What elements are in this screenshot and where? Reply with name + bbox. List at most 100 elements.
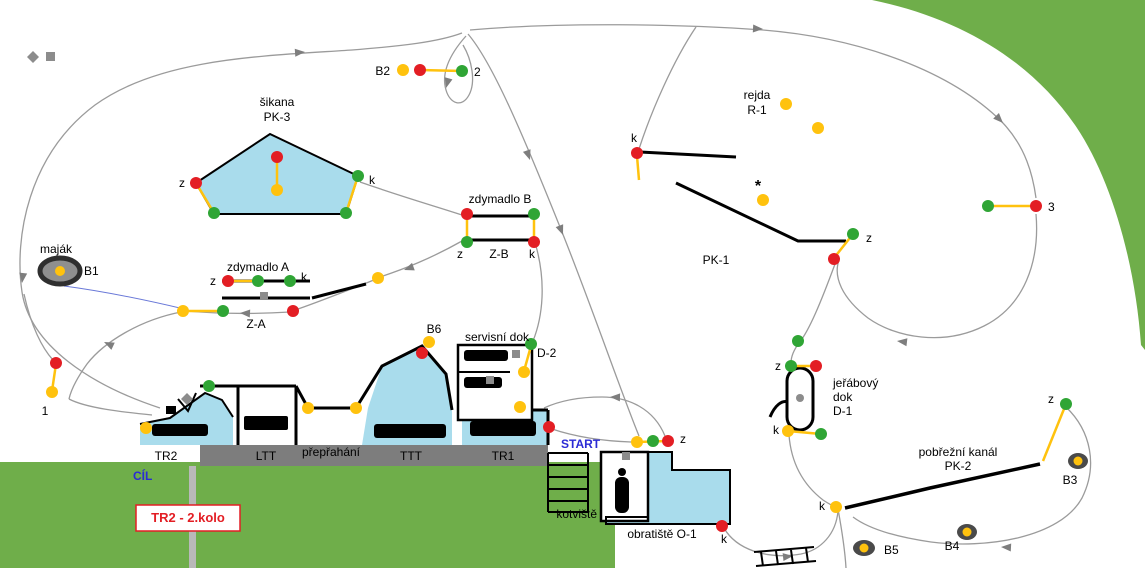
course-line (551, 428, 632, 443)
rail (755, 560, 817, 567)
label-tr2: TR2 (155, 449, 178, 463)
label-b2: B2 (375, 64, 390, 78)
boat-kotviste (615, 477, 629, 513)
course-arrow-icon (555, 224, 564, 235)
marker-square-icon (622, 452, 630, 460)
buoy-b3-dot (1073, 456, 1083, 466)
zdymadlo-a-dot-green (252, 275, 264, 287)
zdymadlo-b-dot-green (528, 208, 540, 220)
label-b6: B6 (427, 322, 442, 336)
course-arrow-icon (897, 338, 908, 347)
jerabovy-dok-pin (796, 394, 804, 402)
lap-indicator-text: TR2 - 2.kolo (151, 510, 225, 525)
course-line (852, 406, 1092, 545)
label-sikana-k: k (369, 173, 376, 187)
boat-ltt (244, 416, 288, 430)
label-gate1: 1 (42, 404, 49, 418)
pk2-wall (844, 462, 1041, 510)
course-line (379, 240, 463, 278)
course-line (723, 510, 839, 557)
course-arrow-icon (752, 24, 763, 33)
label-kotviste: kotviště (556, 507, 597, 521)
obratiste-dot-red-z (662, 435, 674, 447)
boat-servis-2 (464, 377, 502, 388)
pk1-wall (639, 150, 737, 159)
label-obratiste-k: k (721, 532, 728, 546)
label-b4: B4 (945, 539, 960, 553)
label-zdymadlo-b: zdymadlo B (469, 192, 532, 206)
label-ltt: LTT (256, 449, 277, 463)
zdymadlo-a-dot-red-z (222, 275, 234, 287)
dock-dot-yellow (140, 422, 152, 434)
course-arrow-icon (993, 113, 1003, 123)
course-arrow-icon (404, 262, 415, 271)
boat-kotviste-bow (618, 468, 626, 476)
label-obratiste: obratiště O-1 (627, 527, 697, 541)
label-pk2-k: k (819, 499, 826, 513)
gate3-dot-green (982, 200, 994, 212)
dok-dot-green (815, 428, 827, 440)
label-zb-code: Z-B (489, 247, 508, 261)
course-line (68, 398, 153, 416)
course-arrow-icon (19, 272, 28, 283)
course-arrow-icon (522, 149, 531, 160)
course-arrow-icon (104, 342, 115, 350)
obratiste-outline (605, 451, 731, 525)
marker-square-icon (260, 292, 268, 300)
zdymadlo-b-dot-green (461, 236, 473, 248)
course-line (837, 508, 847, 568)
rail (753, 546, 815, 553)
label-jerabovy-2: dok (833, 390, 853, 404)
label-b3: B3 (1063, 473, 1078, 487)
label-b1: B1 (84, 264, 99, 278)
dock-platform (200, 445, 548, 466)
rail-tie (775, 550, 779, 566)
course-line (532, 245, 543, 342)
gate-line (419, 68, 463, 73)
dock-dot-yellow (350, 402, 362, 414)
label-rejda-code: R-1 (747, 103, 767, 117)
obratiste-dot-red-k (716, 520, 728, 532)
sikana-dot-green-k (352, 170, 364, 182)
label-servis: servisní dok (465, 330, 530, 344)
label-dok-z: z (775, 359, 781, 373)
buoy-b5-dot (859, 543, 869, 553)
rail-tie (760, 551, 764, 567)
obratiste-dot-green (647, 435, 659, 447)
course-line (444, 35, 474, 104)
pk1-dot-red-k (631, 147, 643, 159)
marker-square-icon (486, 376, 494, 384)
gate3-dot-red (1030, 200, 1042, 212)
boat-tr1 (470, 421, 536, 436)
pk2-dot-yellow-k (830, 501, 842, 513)
label-majak: maják (40, 242, 73, 256)
start-dot-red (543, 421, 555, 433)
dock-dot-green (203, 380, 215, 392)
label-pk1-star: * (755, 178, 762, 195)
label-za-k: k (301, 270, 308, 284)
label-dok-k: k (773, 423, 780, 437)
label-tr1: TR1 (492, 449, 515, 463)
servis-dot-yellow (514, 401, 526, 413)
majak-dot-yellow (55, 266, 65, 276)
gate1-dot-yellow (46, 386, 58, 398)
crane-jib (177, 392, 197, 413)
gate-line (635, 155, 641, 181)
label-servis-code: D-2 (537, 346, 557, 360)
rail-tie (805, 547, 809, 563)
obratiste-dot-yellow (631, 436, 643, 448)
label-pk1-code: PK-1 (703, 253, 730, 267)
course-arrow-icon (294, 48, 305, 57)
land-bottom (0, 462, 615, 568)
pk1-dot-green-z (847, 228, 859, 240)
crane (166, 392, 197, 414)
rejda-dot-yellow (812, 122, 824, 134)
sikana-dot-green (208, 207, 220, 219)
marker-diamond-icon (27, 51, 39, 63)
label-zb-k: k (529, 247, 536, 261)
boat-tr2 (152, 424, 208, 436)
label-preprahani: přepřahání (302, 445, 361, 459)
label-sikana-code: PK-3 (264, 110, 291, 124)
pk2-dot-green-z (1060, 398, 1072, 410)
